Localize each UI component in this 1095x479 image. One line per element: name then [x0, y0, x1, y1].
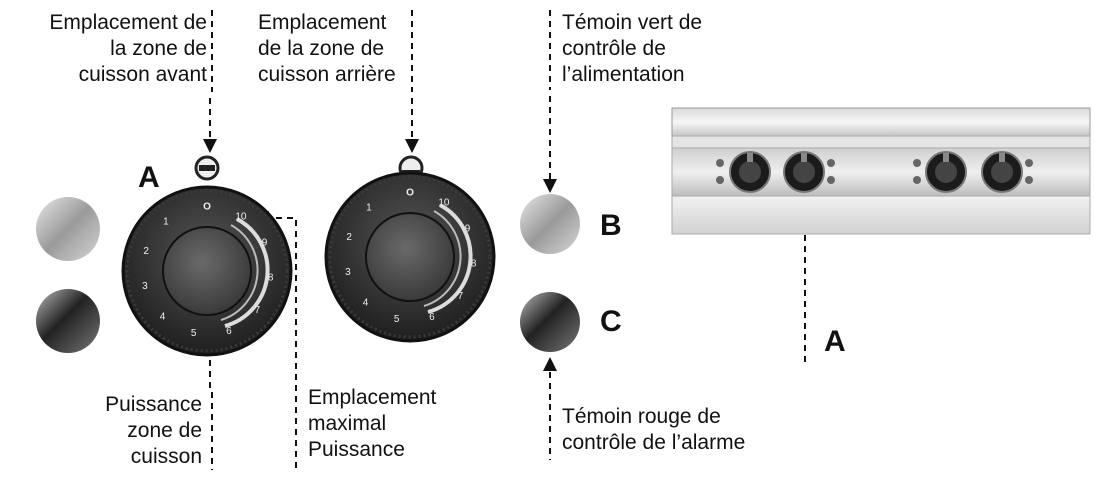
panel-knob[interactable]: [783, 151, 825, 193]
dial-number: 1: [366, 203, 372, 214]
label-zone-power: Puissance zone de cuisson: [105, 393, 202, 468]
left-bottom-light-icon: [36, 289, 100, 353]
dial-number: 5: [394, 314, 400, 325]
dial-number: 6: [226, 326, 232, 337]
label-max-power: Emplacement maximal Puissance: [308, 386, 437, 461]
dial-number: 4: [160, 312, 166, 323]
label-green-light: Témoin vert de contrôle de l’alimentatio…: [562, 11, 703, 86]
dial-number: 10: [438, 197, 450, 208]
label-red-light: Témoin rouge de contrôle de l’alarme: [562, 405, 746, 454]
front-zone-knob[interactable]: O 10 9 8 7 6 5 4 3 2 1: [121, 185, 293, 357]
dial-number: 8: [471, 258, 477, 269]
panel-indicator-icon: [827, 176, 835, 184]
dial-number: 3: [142, 281, 148, 292]
dial-number: 7: [458, 291, 464, 302]
dial-number: O: [406, 188, 414, 199]
letter-b: B: [600, 209, 622, 242]
panel-indicator-icon: [913, 159, 921, 167]
panel-indicator-icon: [1025, 159, 1033, 167]
dial-number: 4: [363, 298, 369, 309]
dial-number: 8: [268, 272, 274, 283]
dial-number: 7: [255, 305, 261, 316]
panel-indicator-icon: [827, 159, 835, 167]
panel-indicator-icon: [716, 176, 724, 184]
rear-zone-knob[interactable]: O 10 9 8 7 6 5 4 3 2 1: [324, 171, 496, 343]
dial-number: 5: [191, 328, 197, 339]
red-light-icon: [520, 292, 580, 352]
label-rear-zone: Emplacement de la zone de cuisson arrièr…: [258, 11, 396, 86]
letter-c: C: [600, 305, 622, 338]
dial-number: 1: [163, 217, 169, 228]
dial-number: 9: [465, 224, 471, 235]
panel-indicator-icon: [1025, 176, 1033, 184]
front-zone-indicator-icon: [194, 155, 220, 181]
green-light-icon: [520, 194, 580, 254]
panel-knob[interactable]: [981, 151, 1023, 193]
dial-number: 3: [345, 267, 351, 278]
control-panel: [671, 107, 1091, 235]
panel-indicator-icon: [913, 176, 921, 184]
dial-number: 6: [429, 312, 435, 323]
dial-number: O: [203, 202, 211, 213]
letter-a: A: [138, 161, 160, 194]
panel-indicator-icon: [716, 159, 724, 167]
dial-number: 9: [262, 238, 268, 249]
letter-a-panel: A: [824, 325, 846, 358]
dial-number: 2: [346, 232, 352, 243]
panel-knob[interactable]: [925, 151, 967, 193]
left-top-light-icon: [36, 197, 100, 261]
dial-number: 2: [143, 246, 149, 257]
dial-number: 10: [235, 211, 247, 222]
label-front-zone: Emplacement de la zone de cuisson avant: [49, 11, 207, 86]
panel-knob[interactable]: [729, 151, 771, 193]
